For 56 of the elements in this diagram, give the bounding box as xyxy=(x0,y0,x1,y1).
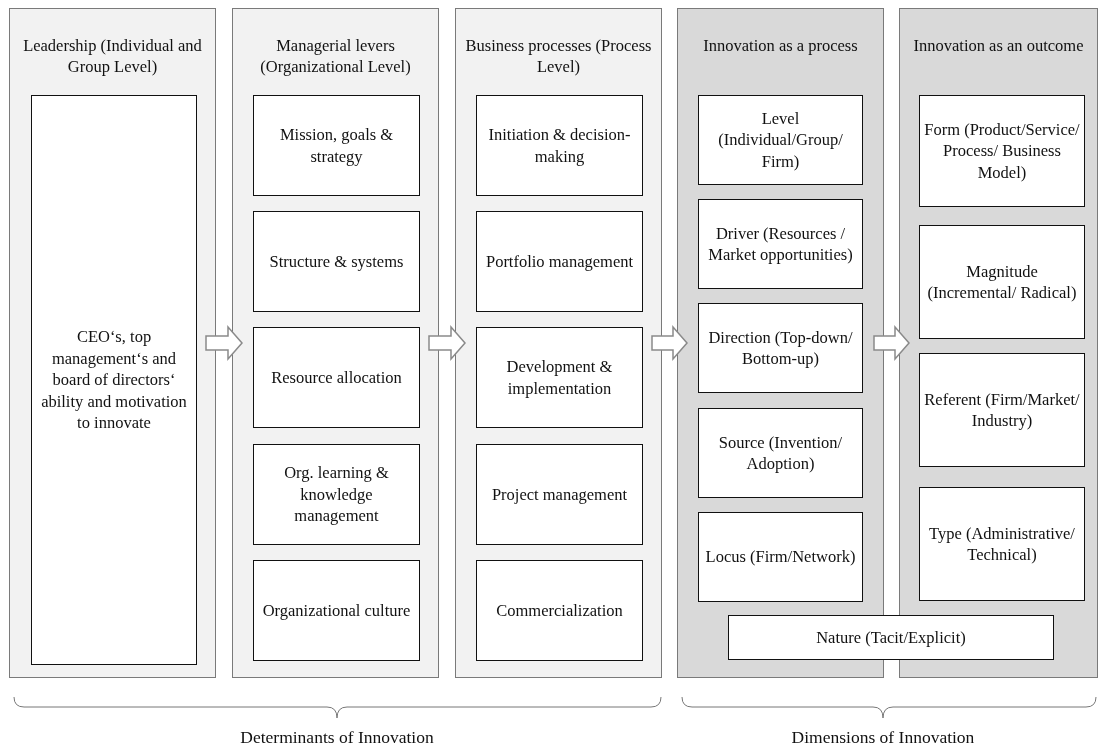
column-heading: Innovation as an outcome xyxy=(912,35,1085,56)
text-box xyxy=(253,560,420,661)
box-text: Type (Administrative/ Technical) xyxy=(928,522,1076,566)
box-text: Driver (Resources / Market opportunities) xyxy=(707,222,854,266)
box-text: Development & implementation xyxy=(505,356,614,399)
text-box xyxy=(253,95,420,196)
box-text: Commercialization xyxy=(496,599,623,622)
box-text: Structure & systems xyxy=(269,250,404,273)
box-text: Level (Individual/Group/ Firm) xyxy=(717,107,844,173)
column-panel xyxy=(455,8,662,678)
text-box xyxy=(698,512,863,602)
box-text: Nature (Tacit/Explicit) xyxy=(816,626,966,649)
text-box xyxy=(476,95,643,196)
text-box xyxy=(31,95,197,665)
box-text: Direction (Top-down/ Bottom-up) xyxy=(707,326,854,370)
box-text: Organizational culture xyxy=(262,599,411,622)
block-arrow xyxy=(205,325,243,361)
group-caption: Dimensions of Innovation xyxy=(790,727,976,748)
text-box xyxy=(253,327,420,428)
box-text: Org. learning & knowledge management xyxy=(283,462,390,527)
text-box xyxy=(476,211,643,312)
box-text: Referent (Firm/Market/ Industry) xyxy=(924,388,1080,432)
text-box xyxy=(919,487,1085,601)
box-text: Source (Invention/ Adoption) xyxy=(717,431,844,475)
box-text: Project management xyxy=(491,483,628,506)
column-panel xyxy=(232,8,439,678)
block-arrow xyxy=(873,325,910,361)
block-arrow xyxy=(428,325,466,361)
text-box xyxy=(476,560,643,661)
text-box xyxy=(476,327,643,428)
group-caption: Determinants of Innovation xyxy=(239,727,435,748)
box-text: Mission, goals & strategy xyxy=(278,124,395,167)
block-arrow xyxy=(651,325,688,361)
text-box xyxy=(698,408,863,498)
text-box xyxy=(698,199,863,289)
column-heading: Managerial levers (Organizational Level) xyxy=(259,35,412,77)
text-box xyxy=(253,211,420,312)
box-text: Initiation & decision-making xyxy=(487,124,632,167)
text-box xyxy=(253,444,420,545)
text-box xyxy=(919,353,1085,467)
box-text: Form (Product/Service/ Process/ Business Model) xyxy=(924,118,1080,184)
text-box xyxy=(919,225,1085,339)
text-box xyxy=(728,615,1054,660)
column-panel xyxy=(9,8,216,678)
text-box xyxy=(698,303,863,393)
column-heading: Business processes (Process Level) xyxy=(464,35,653,77)
text-box xyxy=(698,95,863,185)
box-text: Magnitude (Incremental/ Radical) xyxy=(926,260,1078,304)
box-text: Portfolio management xyxy=(485,250,634,273)
column-heading: Leadership (Individual and Group Level) xyxy=(22,35,203,77)
box-text: CEO‘s, top management‘s and board of directors‘ ability and motivation to innovate xyxy=(40,326,188,434)
text-box xyxy=(919,95,1085,207)
text-box xyxy=(476,444,643,545)
column-heading: Innovation as a process xyxy=(702,35,859,56)
box-text: Locus (Firm/Network) xyxy=(705,546,856,568)
box-text: Resource allocation xyxy=(271,366,402,389)
